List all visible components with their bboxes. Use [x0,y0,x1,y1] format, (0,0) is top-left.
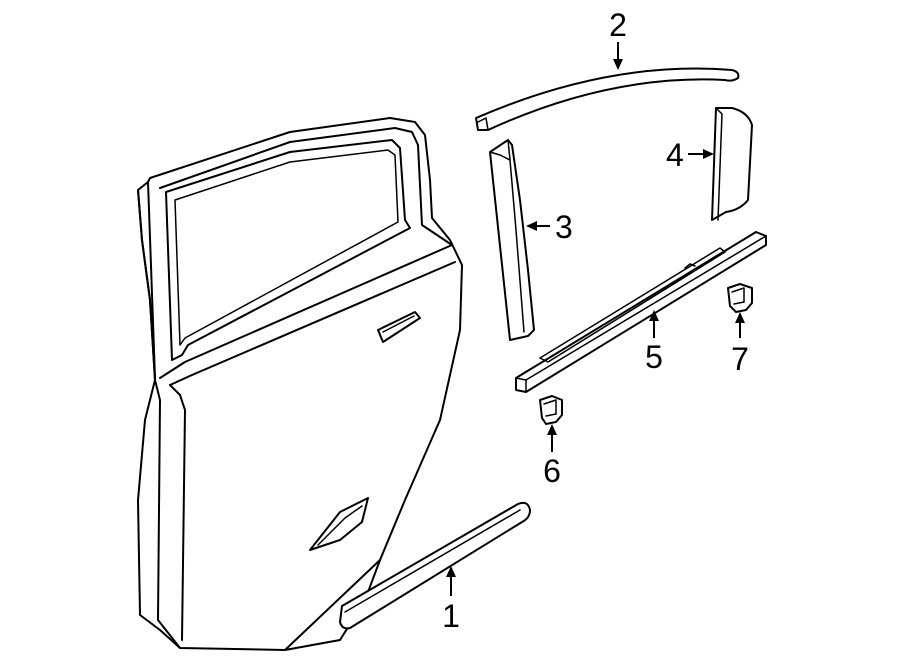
callout-2: 2 [609,7,627,70]
callout-1-label: 1 [442,598,460,634]
callout-7: 7 [731,312,749,377]
callout-6: 6 [543,424,561,489]
callout-6-label: 6 [543,453,561,489]
callout-2-label: 2 [609,7,627,43]
part-3-pillar-applique [489,139,535,341]
callout-3: 3 [526,209,573,245]
part-5-belt-molding [515,231,767,393]
callout-4-label: 4 [666,137,684,173]
callout-5: 5 [645,310,663,375]
part-4-window-molding [711,107,753,221]
part-2-upper-frame-molding [475,67,740,131]
part-1-lower-door-molding [339,501,531,630]
callout-1: 1 [442,566,460,634]
callout-4: 4 [666,137,714,173]
callout-7-label: 7 [731,341,749,377]
part-7-clip [727,283,753,313]
rear-door [137,117,463,651]
callout-3-label: 3 [555,209,573,245]
part-6-clip [539,395,563,425]
callout-5-label: 5 [645,339,663,375]
